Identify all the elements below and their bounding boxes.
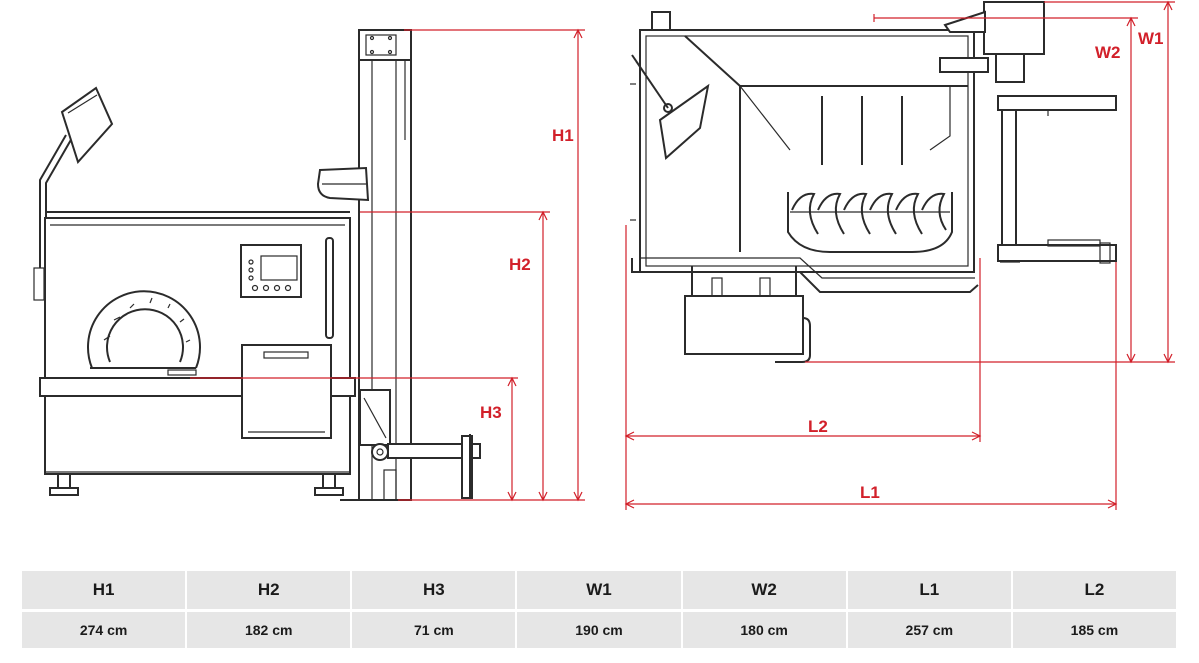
dimensions-table: H1 H2 H3 W1 W2 L1 L2 274 cm 182 cm 71 cm… bbox=[20, 568, 1178, 651]
side-view bbox=[33, 29, 481, 501]
mixing-tank bbox=[684, 35, 968, 253]
header-h3: H3 bbox=[352, 571, 516, 609]
top-view bbox=[630, 1, 1117, 363]
value-h3: 71 cm bbox=[352, 612, 516, 648]
lift-unit-top bbox=[939, 1, 1117, 264]
control-screen bbox=[240, 244, 302, 298]
header-w1: W1 bbox=[517, 571, 681, 609]
header-h1: H1 bbox=[22, 571, 186, 609]
value-h1: 274 cm bbox=[22, 612, 186, 648]
motor-box bbox=[684, 266, 811, 363]
mixing-spiral bbox=[790, 192, 950, 235]
label-h2: H2 bbox=[509, 255, 531, 274]
header-l2: L2 bbox=[1012, 571, 1176, 609]
side-handle bbox=[325, 237, 334, 339]
header-h2: H2 bbox=[187, 571, 351, 609]
dimension-labels: H1 H2 H3 W1 W2 L2 L1 bbox=[480, 29, 1164, 502]
label-l2: L2 bbox=[808, 417, 828, 436]
inspection-window bbox=[87, 290, 201, 376]
value-w1: 190 cm bbox=[517, 612, 681, 648]
top-control-panel bbox=[631, 54, 710, 160]
header-l1: L1 bbox=[847, 571, 1011, 609]
value-h2: 182 cm bbox=[187, 612, 351, 648]
label-l1: L1 bbox=[860, 483, 880, 502]
lift-column bbox=[316, 29, 481, 501]
header-w2: W2 bbox=[682, 571, 846, 609]
table-row: 274 cm 182 cm 71 cm 190 cm 180 cm 257 cm… bbox=[22, 612, 1176, 648]
table-header-row: H1 H2 H3 W1 W2 L1 L2 bbox=[22, 571, 1176, 609]
machine-feet bbox=[49, 473, 344, 496]
value-l1: 257 cm bbox=[847, 612, 1011, 648]
discharge-door bbox=[241, 344, 332, 439]
value-l2: 185 cm bbox=[1012, 612, 1176, 648]
label-h3: H3 bbox=[480, 403, 502, 422]
top-frame bbox=[630, 11, 979, 293]
label-h1: H1 bbox=[552, 126, 574, 145]
value-w2: 180 cm bbox=[682, 612, 846, 648]
label-w2: W2 bbox=[1095, 43, 1121, 62]
technical-drawing: H1 H2 H3 W1 W2 L2 L1 bbox=[33, 0, 1175, 510]
label-w1: W1 bbox=[1138, 29, 1164, 48]
dimension-lines bbox=[190, 0, 1175, 510]
